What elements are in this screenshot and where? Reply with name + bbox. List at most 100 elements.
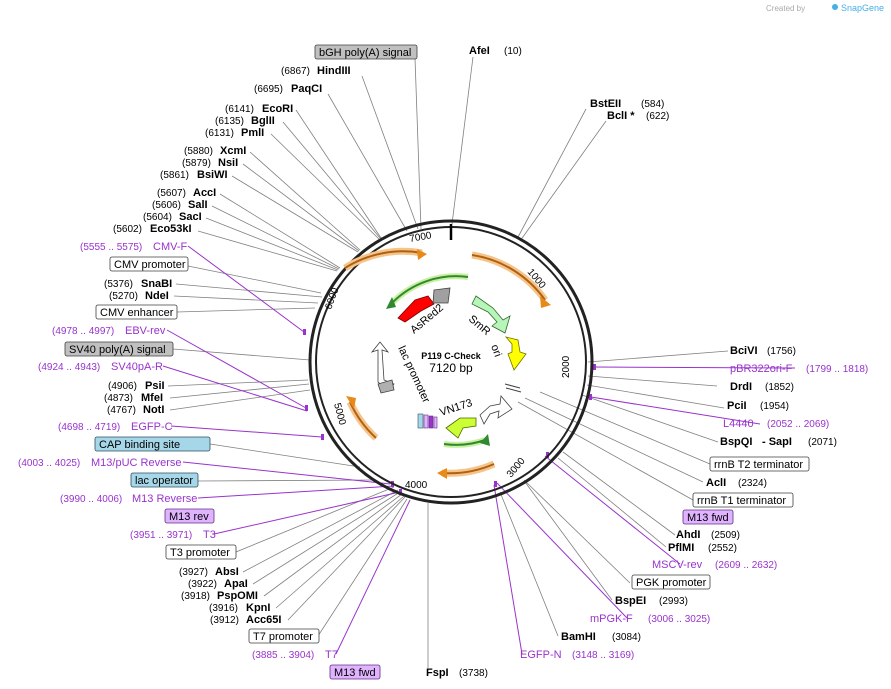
box-rrnb-t1 (692, 492, 794, 508)
cap-lac-blocks (417, 413, 438, 429)
label-drdi: DrdI (730, 381, 752, 393)
small-feature-marks (504, 383, 522, 393)
label-saci: SacI (179, 211, 202, 223)
pos-ahdi: (2509) (711, 530, 740, 541)
created-by-credit: Created by (766, 4, 805, 13)
label-pmli: PmlI (241, 127, 264, 139)
pos-bspei: (2993) (659, 596, 688, 607)
label-paqci: PaqCI (291, 83, 322, 95)
vn173-feature (445, 417, 477, 439)
label-vn173: VN173 (438, 397, 474, 419)
box-m13-fwd-left (329, 664, 381, 680)
leader-lines (167, 56, 729, 668)
pos-fspi: (3738) (459, 668, 488, 679)
tick-5000: 5000 (331, 402, 347, 427)
label-eco53ki: Eco53kI (150, 223, 192, 235)
pos-nsii: (5879) (182, 158, 211, 169)
pos-bamhi: (3084) (612, 632, 641, 643)
label-t7: T7 (325, 649, 338, 661)
asred2-end-box (432, 287, 451, 304)
pos-kpni: (3916) (209, 603, 238, 614)
label-ebv-rev: EBV-rev (125, 325, 166, 337)
box-rrnb-t2 (709, 456, 810, 472)
label-sali: SalI (188, 199, 208, 211)
tick-2000: 2000 (561, 355, 572, 378)
label-bgh-polya: bGH poly(A) signal (319, 47, 411, 59)
label-pbr322ori-f: pBR322ori-F (730, 363, 793, 375)
backbone-outer (308, 219, 594, 505)
label-ahdi: AhdI (676, 529, 700, 541)
pos-xcmi: (5880) (184, 146, 213, 157)
label-egfp-c: EGFP-C (131, 421, 173, 433)
pos-ebv-rev: (4978 .. 4997) (52, 326, 114, 337)
label-bsiwi: BsiWI (197, 169, 228, 181)
box-cap-binding-site (94, 436, 211, 452)
label-xcmi: XcmI (220, 145, 246, 157)
pos-mscv-rev: (2609 .. 2632) (715, 560, 777, 571)
label-bglii: BglII (251, 115, 275, 127)
box-lac-operator (130, 472, 199, 488)
box-t7-promoter (248, 628, 320, 644)
label-acci: AccI (193, 187, 216, 199)
label-acc65i: Acc65I (246, 614, 281, 626)
label-bamhi: BamHI (561, 631, 596, 643)
pos-t7: (3885 .. 3904) (252, 650, 314, 661)
pos-bcli: (622) (646, 111, 669, 122)
label-t3-promoter: T3 promoter (170, 547, 230, 559)
smr-feature (471, 295, 511, 334)
label-ori: ori (488, 343, 503, 359)
pos-acli: (2324) (738, 478, 767, 489)
box-pgk-promoter (631, 574, 711, 590)
box-bgh-polya (314, 44, 418, 60)
pos-saci: (5604) (143, 212, 172, 223)
label-rrnb-t2: rrnB T2 terminator (714, 459, 803, 471)
pos-pspomi: (3918) (181, 591, 210, 602)
label-smr: SmR (466, 313, 492, 338)
label-afei: AfeI (469, 45, 490, 57)
label-ndei: NdeI (145, 290, 169, 302)
pos-snabi: (5376) (104, 279, 133, 290)
label-absi: AbsI (215, 566, 239, 578)
green-arrowheads (386, 297, 490, 446)
label-rrnb-t1: rrnB T1 terminator (697, 495, 786, 507)
pos-acc65i: (3912) (210, 615, 239, 626)
label-pflmi: PflMI (668, 542, 694, 554)
primer-leader-lines (162, 245, 796, 655)
pos-hindiii: (6867) (281, 66, 310, 77)
label-sv40pa-r: SV40pA-R (111, 361, 163, 373)
pos-l4440: (2052 .. 2069) (767, 419, 829, 430)
label-cmv-f: CMV-F (153, 241, 188, 253)
label-bspei: BspEI (615, 595, 646, 607)
box-cmv-enhancer (95, 304, 178, 320)
pos-pflmi: (2552) (708, 543, 737, 554)
pos-bglii: (6135) (215, 116, 244, 127)
label-nsii: NsiI (218, 157, 238, 169)
box-m13-rev (164, 508, 215, 524)
pos-bcivi: (1756) (767, 346, 796, 357)
pos-drdi: (1852) (765, 382, 794, 393)
ori-feature (504, 336, 527, 371)
label-bspqi: BspQI (720, 436, 752, 448)
label-apai: ApaI (224, 578, 248, 590)
pos-absi: (3927) (179, 567, 208, 578)
label-t7-promoter: T7 promoter (253, 631, 313, 643)
tick-6000: 6000 (323, 286, 341, 311)
label-l4440: L4440 (723, 418, 754, 430)
orf-arrowheads (346, 249, 551, 479)
pos-ndei: (5270) (109, 291, 138, 302)
label-t3: T3 (203, 529, 216, 541)
plasmid-length: 7120 bp (429, 361, 473, 375)
lac-promoter-box (377, 379, 395, 394)
label-bcli: BclI * (607, 110, 635, 122)
label-m13-rev: M13 rev (169, 511, 209, 523)
label-m13-fwd-left: M13 fwd (334, 667, 376, 679)
label-pgk-promoter: PGK promoter (636, 577, 707, 589)
label-mfei: MfeI (141, 392, 163, 404)
pos-acci: (5607) (157, 188, 186, 199)
label-pspomi: PspOMI (217, 590, 258, 602)
snapgene-logo-icon (832, 4, 838, 10)
pos-mpgk-f: (3006 .. 3025) (648, 614, 710, 625)
label-snabi: SnaBI (141, 278, 172, 290)
pos-bsiwi: (5861) (160, 170, 189, 181)
label-sapi: - SapI (762, 436, 792, 448)
